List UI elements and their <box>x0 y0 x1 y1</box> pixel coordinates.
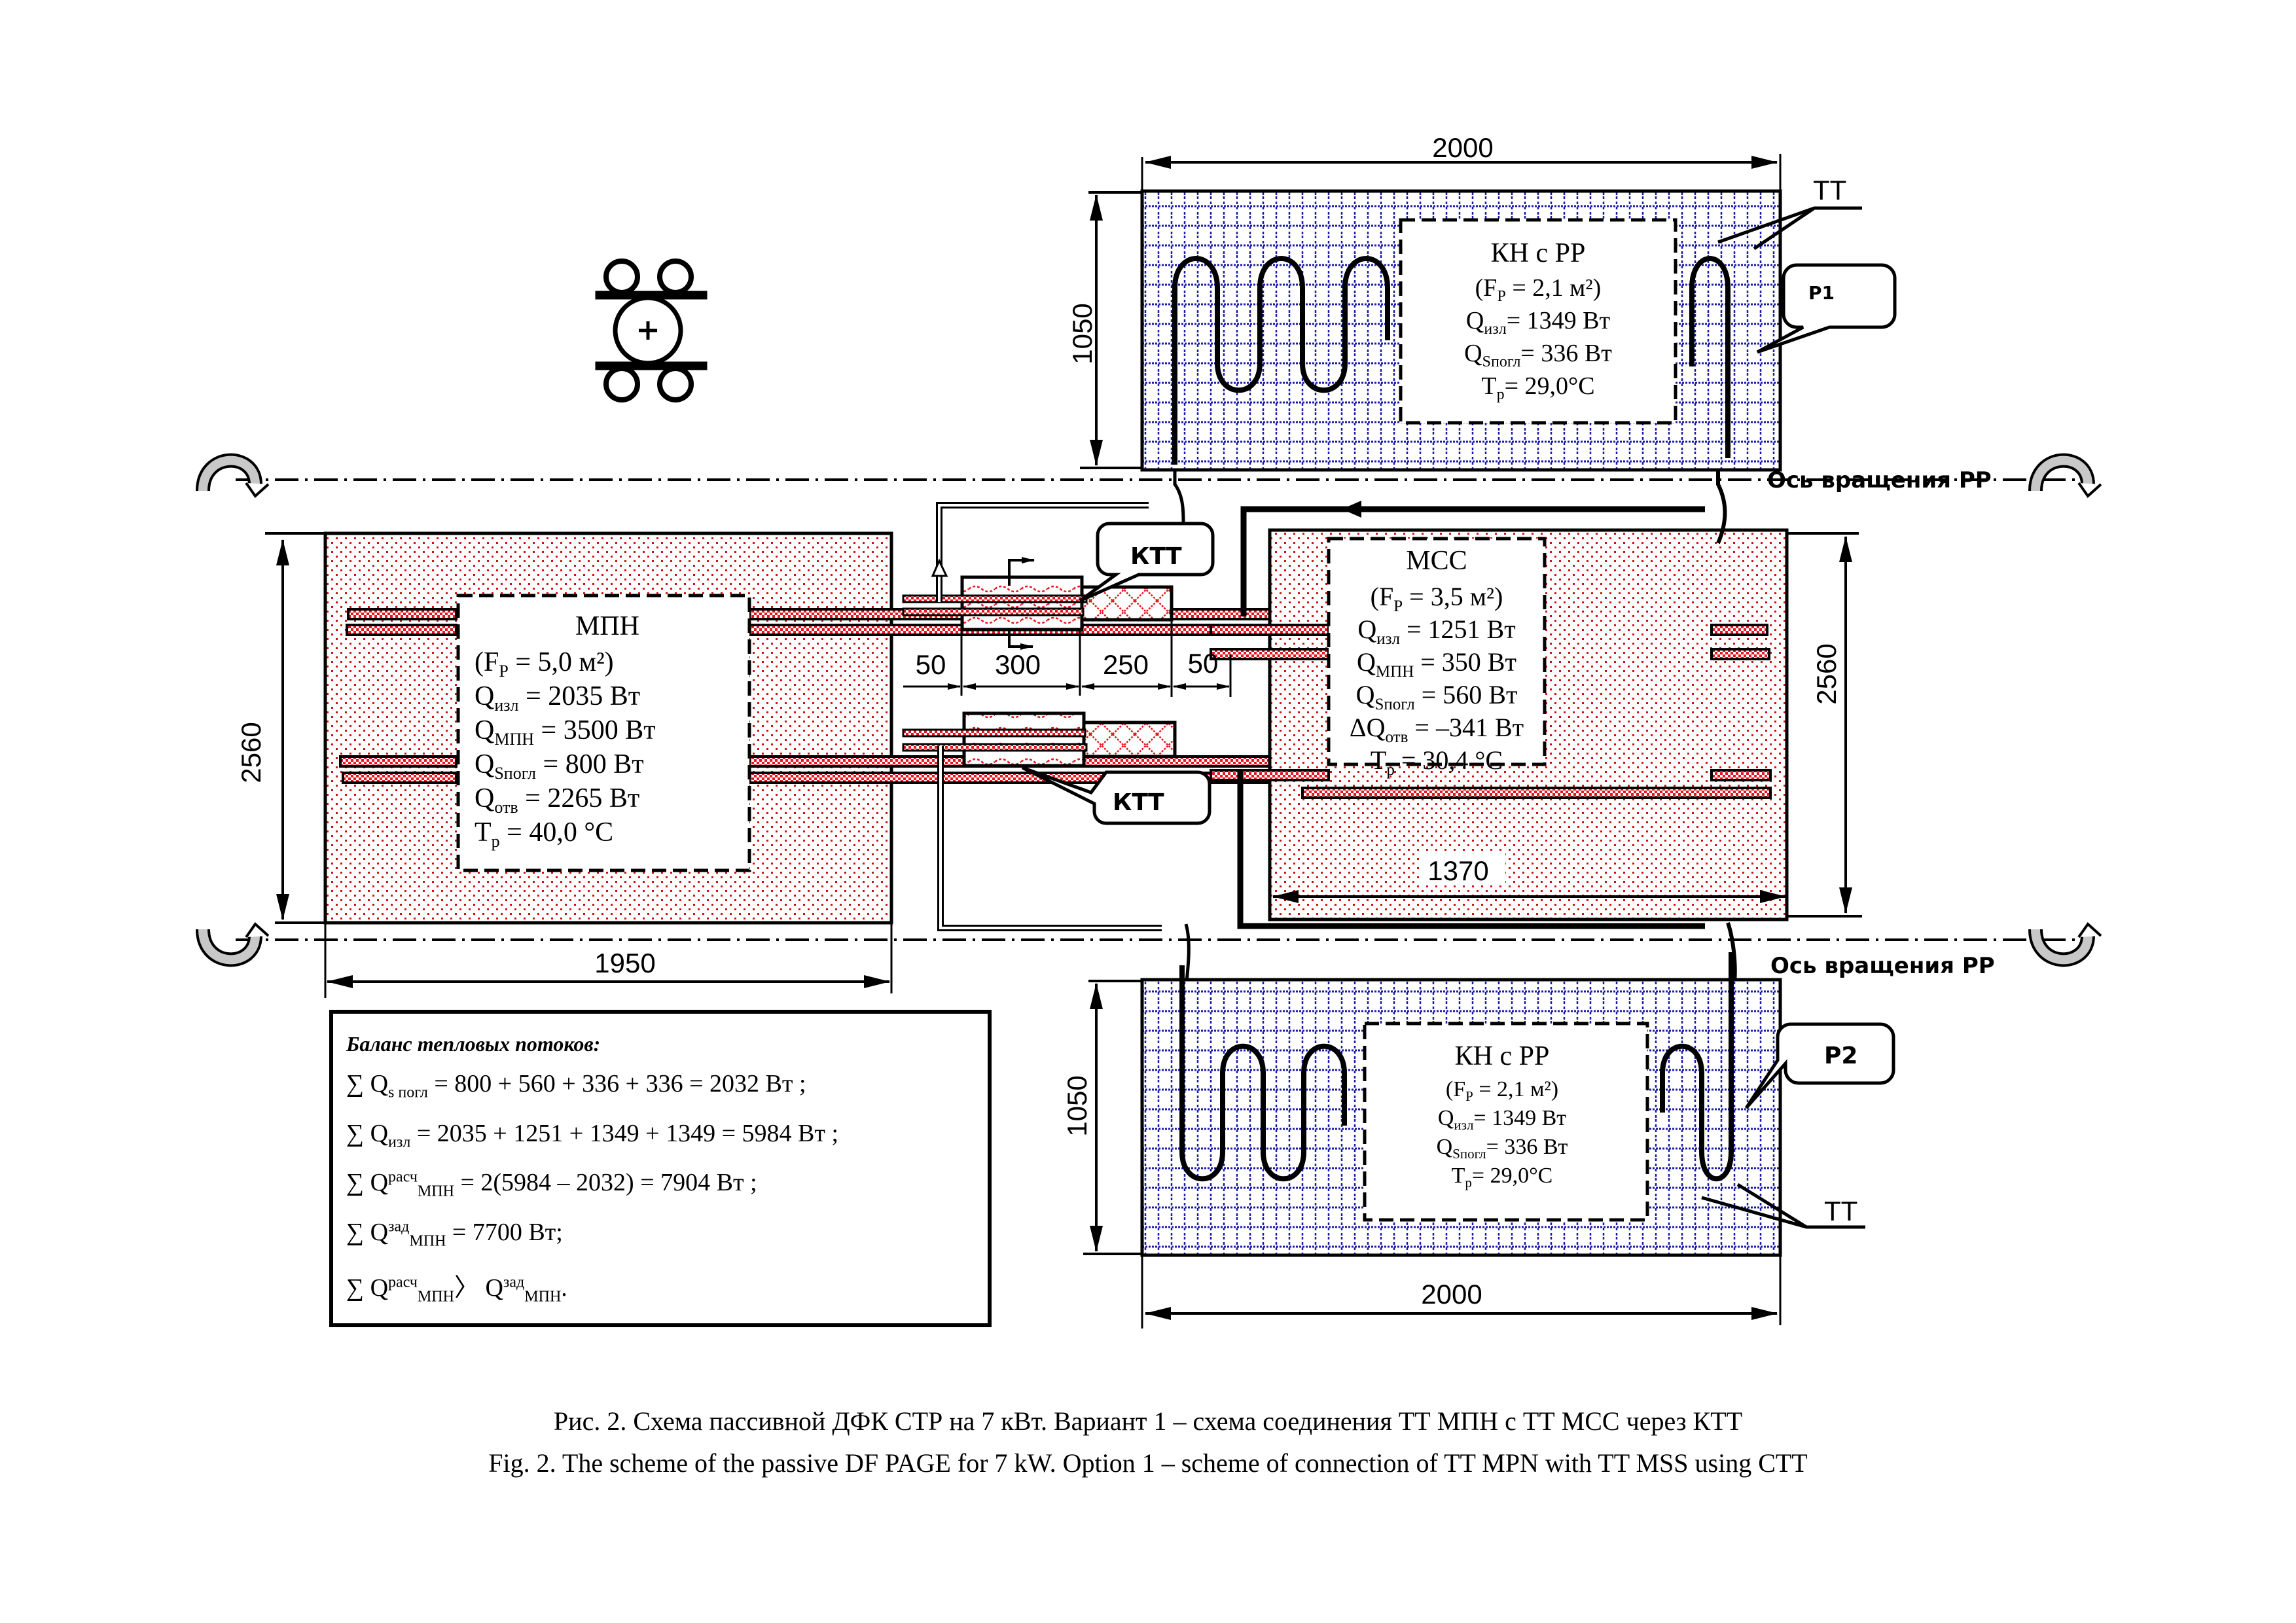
param-line: QSпогл = 800 Вт <box>475 749 644 783</box>
dimension-kn-top-height: 1050 <box>1067 303 1098 364</box>
axis-label-bottom: Ось вращения РР <box>1770 953 1995 979</box>
kn-bottom-title: КН с РР <box>1455 1041 1550 1071</box>
figure-caption-ru: Рис. 2. Схема пассивной ДФК СТР на 7 кВт… <box>553 1406 1743 1436</box>
param-line: (FP = 2,1 м²) <box>1446 1077 1558 1104</box>
heat-pipe-loops-bottom <box>1179 952 1734 1182</box>
ktt-callout-top: КТТ <box>1079 522 1215 603</box>
balance-eq-emitted: ∑ Qизл = 2035 + 1251 + 1349 + 1349 = 598… <box>346 1119 839 1151</box>
ktt-label-top: КТТ <box>1130 543 1182 570</box>
mpn-info-box <box>456 594 751 872</box>
flow-arrow-icon <box>1342 501 1361 518</box>
param-line: Qизл = 2035 Вт <box>475 681 640 715</box>
balance-eq-mpn-set: ∑ QзадМПН = 7700 Вт; <box>346 1218 563 1250</box>
param-line: Qизл= 1349 Вт <box>1466 307 1611 338</box>
dimension-mss-width: 1370 <box>1427 855 1488 886</box>
figure-caption-en: Fig. 2. The scheme of the passive DF PAG… <box>488 1448 1808 1478</box>
mss-title: МСС <box>1406 546 1467 576</box>
connection-pipe <box>1726 922 1737 982</box>
heat-pipe <box>1710 648 1770 660</box>
heat-balance-box: Баланс тепловых потоков: ∑ Qs погл = 800… <box>329 1010 992 1327</box>
rotation-arrow-icon <box>2028 922 2102 967</box>
param-line: (FP = 2,1 м²) <box>1475 274 1602 305</box>
mss-info-box <box>1327 537 1547 766</box>
heat-pipe <box>1210 648 1330 660</box>
dimension-ktt-2: 250 <box>1103 649 1149 680</box>
feed-pipe <box>1240 506 1705 616</box>
dimension-label-bg <box>1420 851 1505 883</box>
rotation-arrow-icon <box>196 922 270 967</box>
tt-leader-top <box>1717 206 1862 251</box>
axis-label-top: Ось вращения РР <box>1767 467 1992 493</box>
param-line: QSпогл = 560 Вт <box>1356 680 1518 713</box>
heat-pipe <box>342 772 457 784</box>
dimension-gap-left: 50 <box>916 649 946 680</box>
flow-arrow-icon <box>931 558 948 577</box>
tt-leader-bottom <box>1701 1183 1865 1229</box>
ktt-label-bottom: КТТ <box>1113 789 1164 816</box>
heat-pipe-loops-top <box>1172 256 1731 465</box>
heat-pipe <box>347 608 457 620</box>
heat-pipe <box>1301 787 1772 799</box>
dimension-ktt-1: 300 <box>995 649 1041 680</box>
p1-callout: Р1 <box>1756 263 1897 354</box>
dimension-kn-top-width: 2000 <box>1432 132 1493 163</box>
heat-pipe <box>339 755 457 768</box>
param-line: Tp= 29,0°С <box>1452 1164 1553 1190</box>
dimension-kn-bottom-width: 2000 <box>1421 1279 1482 1310</box>
p2-label: Р2 <box>1824 1043 1857 1069</box>
param-line: Qизл = 1251 Вт <box>1357 615 1515 648</box>
heat-pipe <box>1710 624 1768 636</box>
rotation-arrow-icon <box>2028 453 2102 498</box>
heat-pipe <box>1210 769 1330 781</box>
heat-pipe <box>346 624 457 636</box>
kn-bottom-info-box <box>1363 1022 1649 1222</box>
dimension-kn-bottom-height: 1050 <box>1062 1075 1092 1136</box>
balance-title: Баланс тепловых потоков: <box>346 1032 601 1056</box>
cross-section-symbol <box>595 259 708 402</box>
rotation-arrow-icon <box>196 453 270 498</box>
param-line: (FP = 3,5 м²) <box>1371 582 1503 615</box>
section-cut-marker <box>1008 628 1033 650</box>
param-line: ΔQотв = –341 Вт <box>1350 713 1524 746</box>
param-line: (FP = 5,0 м²) <box>475 647 614 681</box>
param-line: Qотв = 2265 Вт <box>475 783 639 817</box>
ktt-assembly-bottom <box>902 711 1177 768</box>
dimension-mpn-width: 1950 <box>594 948 655 978</box>
param-line: Tp = 30,4 °С <box>1371 745 1503 779</box>
heat-pipe <box>1210 624 1330 636</box>
dimension-mss-height: 2560 <box>1811 643 1842 704</box>
tt-label-top: ТТ <box>1813 175 1846 205</box>
balance-eq-mpn-calc: ∑ QрасчМПН = 2(5984 – 2032) = 7904 Вт ; <box>346 1168 757 1200</box>
p1-label: Р1 <box>1808 282 1835 304</box>
balance-eq-absorbed: ∑ Qs погл = 800 + 560 + 336 + 336 = 2032… <box>346 1070 806 1101</box>
dimension-gap-right: 50 <box>1188 648 1219 679</box>
tt-label-bottom: ТТ <box>1824 1196 1857 1226</box>
param-line: QSпогл= 336 Вт <box>1464 340 1612 370</box>
kn-top-info-box <box>1399 218 1677 425</box>
param-line: QМПН = 3500 Вт <box>475 715 656 749</box>
ktt-assembly-top <box>902 575 1174 632</box>
kn-top-title: КН с РР <box>1491 238 1586 268</box>
connection-pipe <box>1716 458 1727 544</box>
ktt-callout-bottom: КТТ <box>1021 766 1211 825</box>
param-line: QМПН = 350 Вт <box>1357 647 1516 681</box>
section-cut-marker <box>1008 557 1035 586</box>
heat-pipe <box>1710 769 1772 781</box>
param-line: Tp= 29,0°С <box>1481 372 1594 403</box>
param-line: Tp = 40,0 °С <box>475 817 613 851</box>
mpn-title: МПН <box>575 611 639 641</box>
p2-callout: Р2 <box>1744 1022 1895 1109</box>
dimension-mpn-height: 2560 <box>236 722 266 783</box>
param-line: Qизл= 1349 Вт <box>1438 1106 1566 1133</box>
balance-eq-compare: ∑ QрасчМПН〉 QзадМПН. <box>346 1274 567 1306</box>
feed-pipe <box>1237 770 1705 929</box>
param-line: QSпогл= 336 Вт <box>1437 1135 1568 1162</box>
